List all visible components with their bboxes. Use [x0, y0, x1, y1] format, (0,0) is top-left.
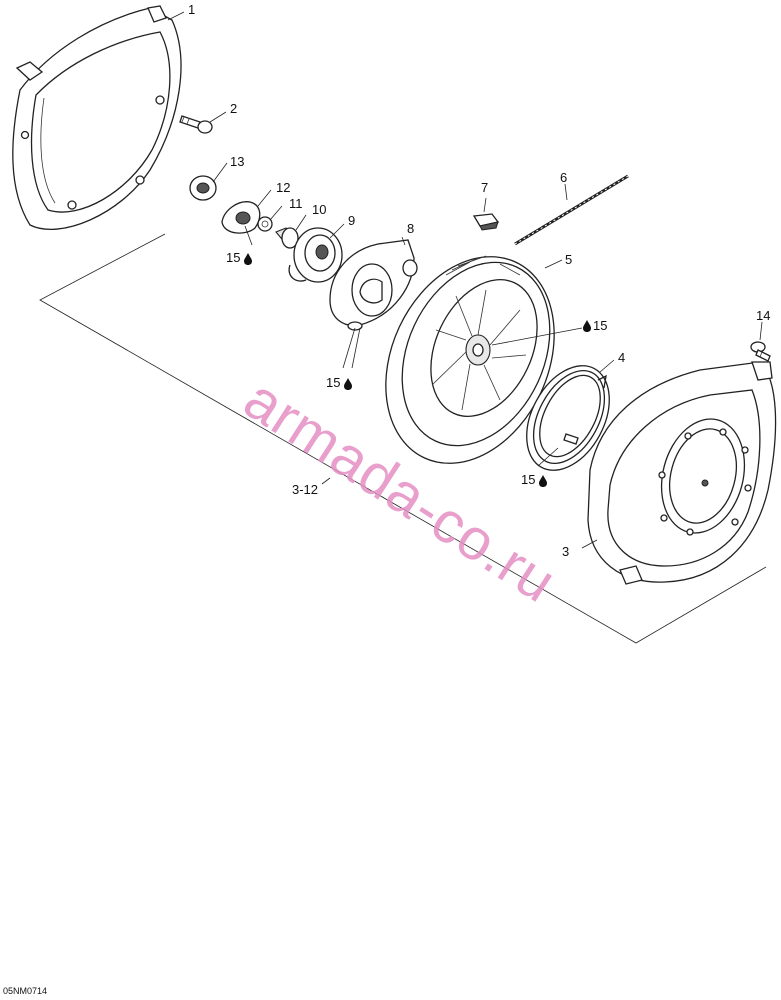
part-10-bushing[interactable] — [275, 227, 299, 249]
callout-15-pulley: 15 — [593, 318, 607, 333]
callout-8: 8 — [407, 221, 414, 236]
part-4-recoil-spring[interactable] — [510, 352, 626, 485]
part-14-screw[interactable] — [750, 341, 771, 362]
oil-drop-icon — [244, 253, 252, 265]
part-13-washer[interactable] — [189, 175, 217, 201]
callout-5: 5 — [565, 252, 572, 267]
part-6-starter-rope[interactable] — [514, 174, 629, 246]
callout-13: 13 — [230, 154, 244, 169]
oil-drop-icon — [344, 378, 352, 390]
callout-3: 3 — [562, 544, 569, 559]
part-8-pawl-plate[interactable] — [329, 239, 418, 331]
callout-11: 11 — [289, 196, 303, 211]
part-3-starter-housing[interactable] — [587, 361, 777, 585]
assembly-outline — [39, 233, 767, 644]
callout-2: 2 — [230, 101, 237, 116]
callout-7: 7 — [481, 180, 488, 195]
callout-6: 6 — [560, 170, 567, 185]
callout-3-12: 3-12 — [292, 482, 318, 497]
callout-labels: 1 2 13 12 11 10 9 8 7 6 5 4 14 3 3-12 15… — [188, 2, 770, 559]
callout-10: 10 — [312, 202, 326, 217]
part-7-handle-grip[interactable] — [472, 213, 500, 231]
callout-9: 9 — [348, 213, 355, 228]
part-2-bolt[interactable] — [179, 115, 213, 134]
part-5-rope-pulley[interactable] — [354, 229, 587, 491]
oil-drop-icon — [539, 475, 547, 487]
drawing-code: 05NM0714 — [3, 986, 48, 996]
callout-15-spring: 15 — [521, 472, 535, 487]
leader-lines — [167, 11, 763, 549]
callout-15-plate: 15 — [326, 375, 340, 390]
part-12-plate[interactable] — [221, 201, 261, 234]
callout-14: 14 — [756, 308, 770, 323]
callout-15-left: 15 — [226, 250, 240, 265]
callout-12: 12 — [276, 180, 290, 195]
part-11-ring[interactable] — [257, 216, 273, 232]
callout-1: 1 — [188, 2, 195, 17]
part-9-spring-cassette[interactable] — [288, 227, 343, 283]
callout-4: 4 — [618, 350, 625, 365]
oil-drop-icon — [583, 320, 591, 332]
part-1-cover-ring[interactable] — [12, 5, 182, 230]
